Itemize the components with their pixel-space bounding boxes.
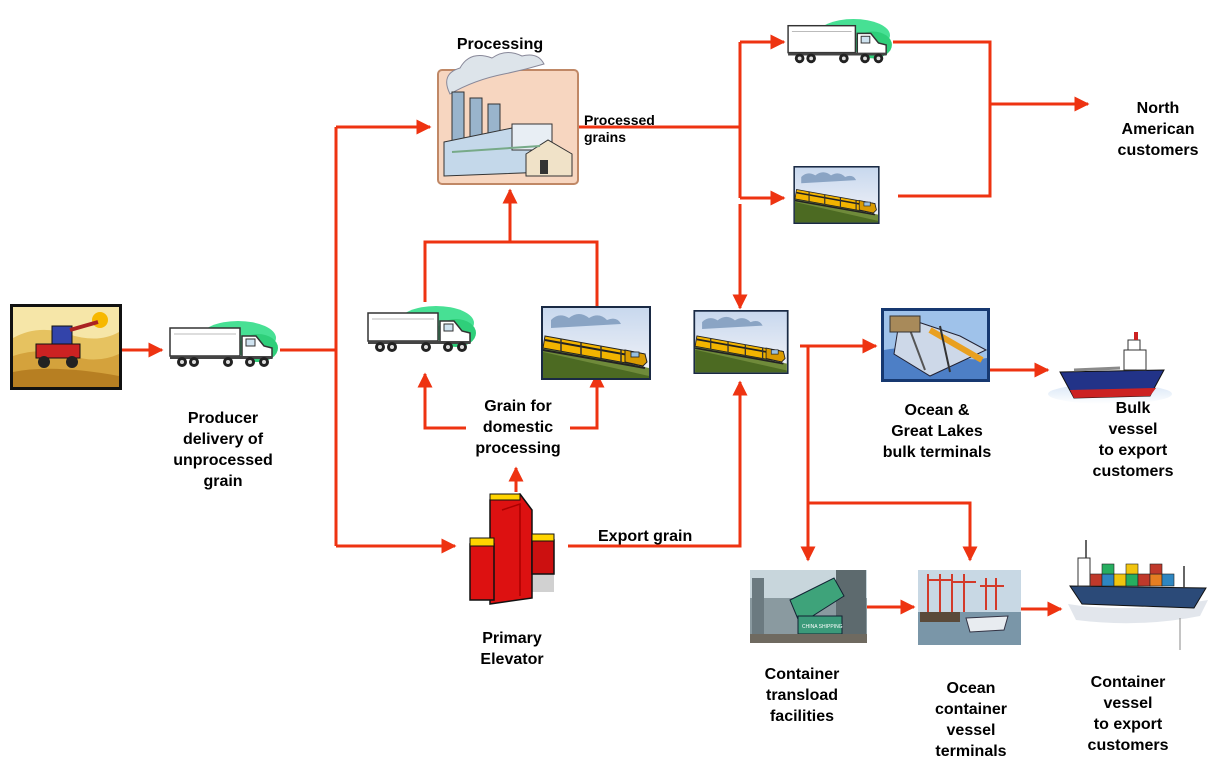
elevator-icon (469, 493, 555, 605)
label-producer-delivery: Producer delivery of unprocessed grain (173, 410, 273, 490)
container-sign-text: CHINA SHIPPING (802, 624, 843, 630)
container-ship-icon (1068, 540, 1208, 650)
label-bulk-vessel: Bulk vessel to export customers (1092, 400, 1174, 480)
label-container-vessel: Container vessel to export customers (1087, 674, 1169, 754)
truck-icon-producer (169, 320, 279, 368)
label-export-grain: Export grain (598, 528, 693, 545)
label-north-american-customers: North American customers (1117, 100, 1199, 159)
label-container-transload: Container transload facilities (764, 666, 840, 725)
label-ocean-container-terminals: Ocean container vessel terminals (934, 680, 1008, 760)
bulk-terminal-icon (881, 308, 990, 382)
flow-arrows (122, 34, 1090, 617)
truck-icon-domestic (367, 305, 477, 353)
label-processing: Processing (456, 36, 544, 53)
train-icon-domestic (541, 306, 651, 380)
truck-icon-north-america (787, 18, 893, 64)
train-icon-export (692, 310, 790, 374)
label-primary-elevator: Primary Elevator (480, 630, 544, 668)
train-icon-north-america (792, 166, 881, 224)
label-grain-domestic-processing: Grain for domestic processing (475, 398, 561, 457)
factory-icon (437, 52, 579, 185)
bulk-ship-icon (1048, 332, 1172, 404)
container-terminal-photo (918, 570, 1021, 645)
container-transload-photo: CHINA SHIPPING (750, 570, 867, 643)
label-bulk-terminals: Ocean & Great Lakes bulk terminals (882, 402, 992, 461)
farm-harvest-icon (10, 304, 122, 390)
label-processed-grains: Processed grains (584, 112, 655, 145)
